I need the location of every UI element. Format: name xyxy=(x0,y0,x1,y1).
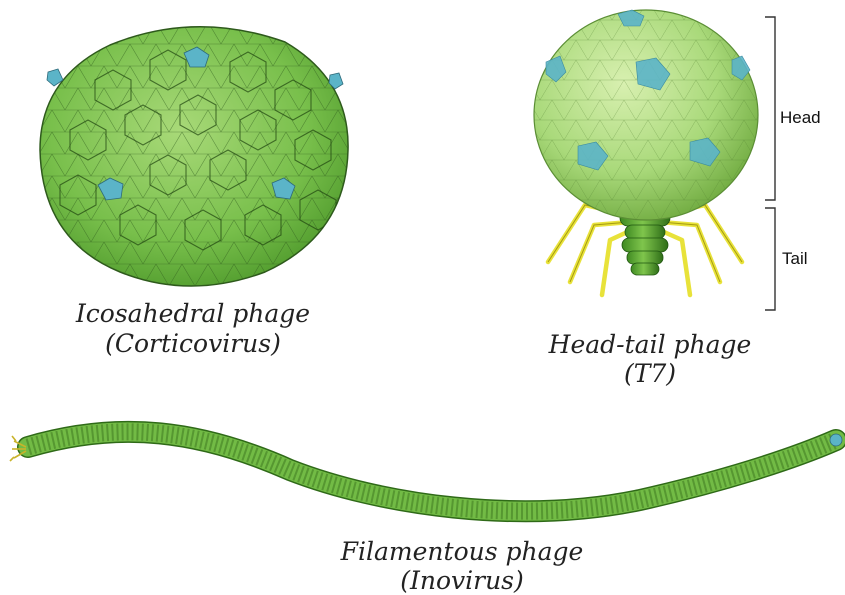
head-tail-phage: Head Tail xyxy=(530,5,821,310)
icosahedral-caption-line2: (Corticovirus) xyxy=(105,329,281,358)
headtail-caption-line2: (T7) xyxy=(624,359,676,388)
filamentous-phage xyxy=(10,432,842,511)
tail-fiber xyxy=(660,222,720,282)
icosahedral-caption-line1: Icosahedral phage xyxy=(75,299,310,328)
tail-bracket xyxy=(765,208,775,310)
tail-fiber xyxy=(570,222,630,282)
icosahedral-phage xyxy=(30,10,360,310)
head-label: Head xyxy=(780,108,821,127)
captions: Icosahedral phage (Corticovirus) Head-ta… xyxy=(75,299,751,595)
tail-label: Tail xyxy=(782,249,808,268)
filamentous-caption-line2: (Inovirus) xyxy=(400,566,524,595)
part-brackets xyxy=(765,17,775,310)
filament-tip xyxy=(830,434,842,446)
filamentous-caption-line1: Filamentous phage xyxy=(340,537,584,566)
head-bracket xyxy=(765,17,775,200)
headtail-caption-line1: Head-tail phage xyxy=(548,330,752,359)
